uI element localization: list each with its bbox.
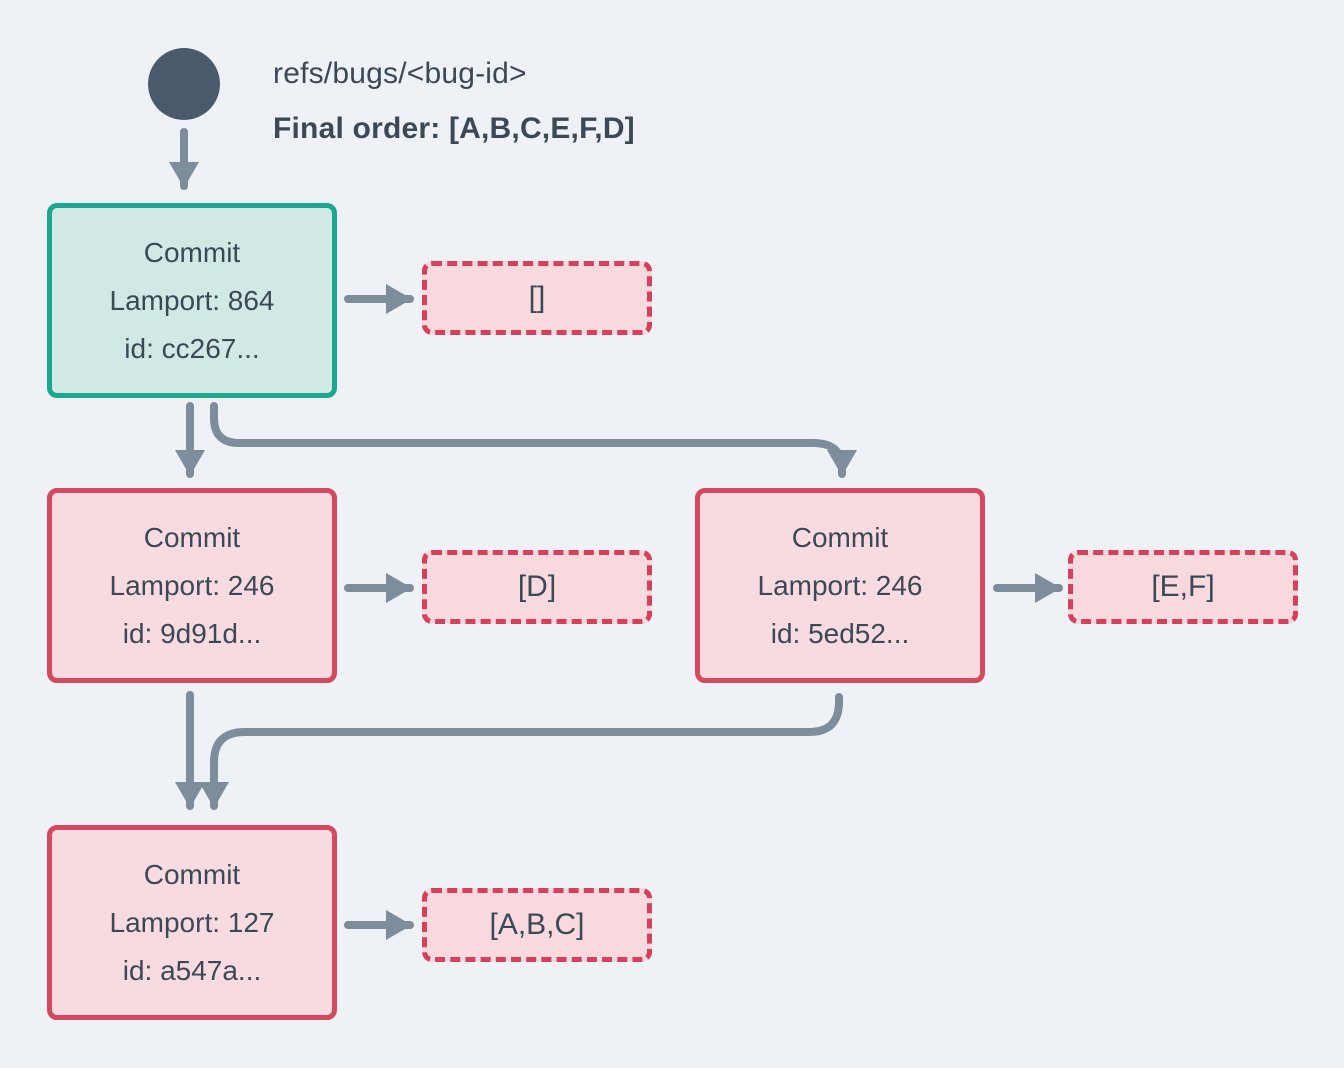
commit-id: id: cc267... bbox=[124, 332, 260, 364]
commit-node-root: Commit Lamport: 864 id: cc267... bbox=[47, 203, 337, 398]
payload-value: [A,B,C] bbox=[489, 908, 585, 941]
commit-lamport: Lamport: 127 bbox=[109, 906, 275, 938]
edge-root-to-right-arrow bbox=[210, 402, 857, 478]
payload-box-merge: [A,B,C] bbox=[422, 888, 652, 962]
payload-value: [] bbox=[528, 281, 546, 314]
payload-box-root: [] bbox=[422, 261, 652, 335]
final-order-label: Final order: [A,B,C,E,F,D] bbox=[273, 112, 635, 145]
payload-value: [D] bbox=[517, 570, 557, 603]
payload-box-right: [E,F] bbox=[1068, 550, 1298, 624]
commit-id: id: a547a... bbox=[122, 954, 262, 986]
commit-title: Commit bbox=[791, 521, 889, 553]
branch-ref-node bbox=[148, 48, 220, 120]
commit-id: id: 9d91d... bbox=[122, 617, 262, 649]
commit-lamport: Lamport: 246 bbox=[109, 569, 275, 601]
payload-box-left: [D] bbox=[422, 550, 652, 624]
commit-title: Commit bbox=[143, 521, 241, 553]
commit-node-merge: Commit Lamport: 127 id: a547a... bbox=[47, 825, 337, 1020]
edge-right-to-merge-arrow bbox=[199, 693, 843, 810]
commit-lamport: Lamport: 246 bbox=[757, 569, 923, 601]
commit-node-left: Commit Lamport: 246 id: 9d91d... bbox=[47, 488, 337, 683]
commit-title: Commit bbox=[143, 858, 241, 890]
payload-value: [E,F] bbox=[1151, 570, 1215, 603]
commit-lamport: Lamport: 864 bbox=[109, 284, 275, 316]
commit-id: id: 5ed52... bbox=[770, 617, 910, 649]
branch-ref-label: refs/bugs/<bug-id> bbox=[273, 57, 527, 90]
commit-title: Commit bbox=[143, 236, 241, 268]
commit-node-right: Commit Lamport: 246 id: 5ed52... bbox=[695, 488, 985, 683]
